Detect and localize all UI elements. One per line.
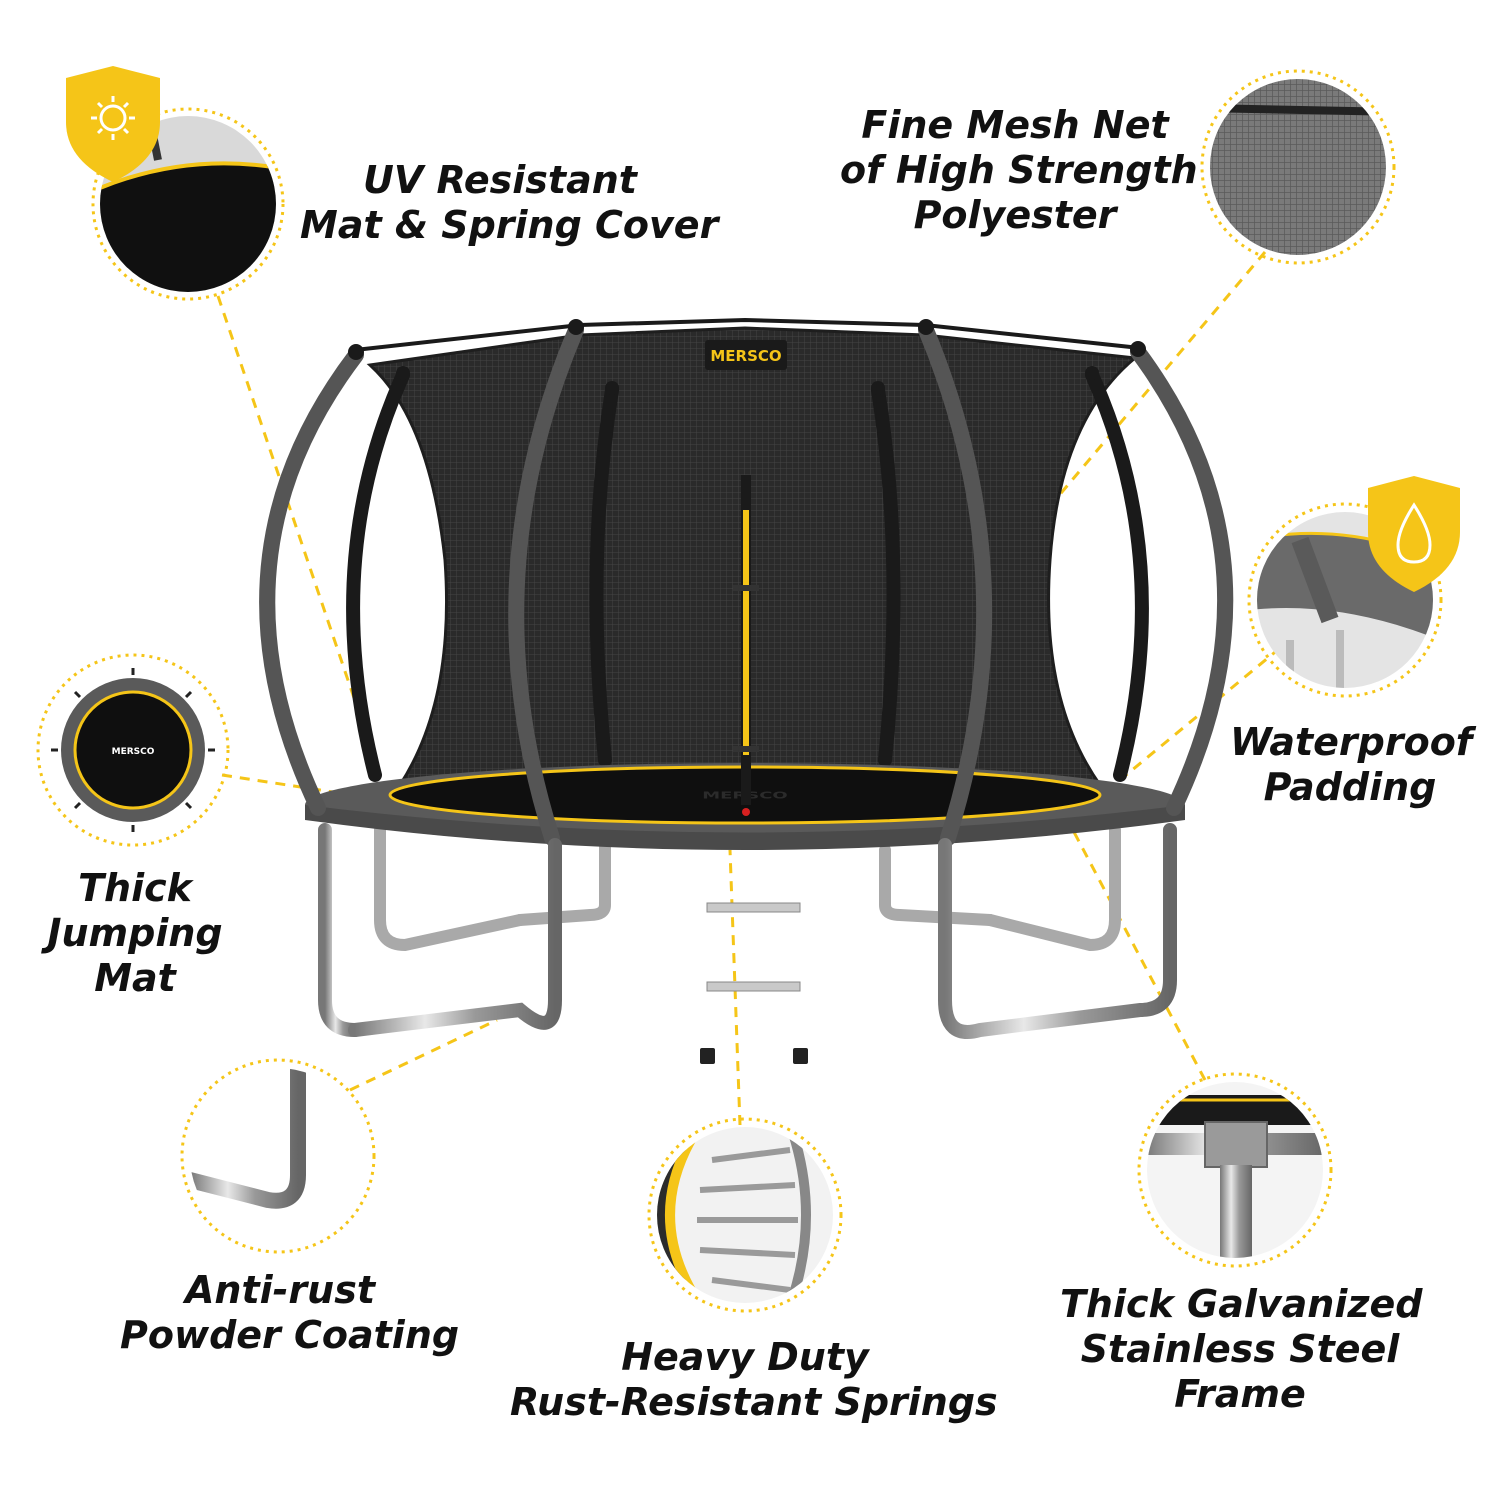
feature-mesh-line2: of High Strength (840, 148, 1198, 192)
feature-mat-line3: Mat (94, 956, 176, 1000)
ladder (702, 850, 805, 1050)
feature-label-uv: UV Resistant Mat & Spring Cover (300, 158, 719, 248)
feature-waterproof-line2: Padding (1263, 765, 1437, 809)
feature-label-waterproof: Waterproof Padding (1230, 720, 1473, 810)
svg-text:MERSCO: MERSCO (112, 747, 155, 757)
feature-mat-line2: Jumping (47, 911, 223, 955)
feature-uv-line1: UV Resistant (363, 158, 637, 202)
feature-frame-line2: Stainless Steel (1080, 1327, 1400, 1371)
feature-rust-line2: Powder Coating (120, 1313, 460, 1357)
feature-springs-line1: Heavy Duty (621, 1335, 869, 1379)
feature-mesh-line1: Fine Mesh Net (861, 103, 1169, 147)
leader-line-uv (216, 295, 377, 761)
water-drop-icon (1396, 502, 1432, 564)
detail-mesh-net (1200, 69, 1396, 265)
feature-label-rust: Anti-rust Powder Coating (120, 1268, 460, 1358)
feature-waterproof-line1: Waterproof (1230, 720, 1473, 764)
feature-rust-line1: Anti-rust (185, 1268, 375, 1312)
feature-frame-line3: Frame (1174, 1372, 1306, 1416)
detail-waterproof-padding (1247, 476, 1460, 698)
trampoline: MERSCO MERSCO (259, 317, 1234, 1064)
detail-jumping-mat: MERSCO (36, 653, 230, 847)
leader-line-springs (728, 849, 742, 1126)
detail-springs (647, 1117, 843, 1313)
detail-uv-cover (66, 66, 285, 301)
leader-line-rust (349, 1018, 498, 1092)
feature-springs-line2: Rust-Resistant Springs (510, 1380, 998, 1424)
feature-label-mesh: Fine Mesh Net of High Strength Polyester (840, 103, 1198, 238)
detail-frame (1137, 1072, 1333, 1268)
front-legs (318, 823, 1177, 1039)
feature-mat-line1: Thick (78, 866, 192, 910)
leader-line-frame (1063, 814, 1207, 1081)
feature-uv-line2: Mat & Spring Cover (300, 203, 719, 247)
brand-logo: MERSCO (710, 347, 781, 365)
waterproof-badge (1368, 476, 1460, 592)
leader-line-mat (221, 773, 386, 802)
safety-net (366, 326, 1139, 787)
feature-mesh-line3: Polyester (913, 193, 1117, 237)
uv-badge (66, 66, 160, 182)
back-legs (374, 824, 1121, 952)
detail-anti-rust (180, 1058, 376, 1254)
feature-label-frame: Thick Galvanized Stainless Steel Frame (1060, 1282, 1423, 1417)
sun-icon (91, 96, 135, 140)
feature-frame-line1: Thick Galvanized (1060, 1282, 1423, 1326)
feature-label-springs: Heavy Duty Rust-Resistant Springs (510, 1335, 998, 1425)
feature-label-mat: Thick Jumping Mat (40, 866, 230, 1001)
